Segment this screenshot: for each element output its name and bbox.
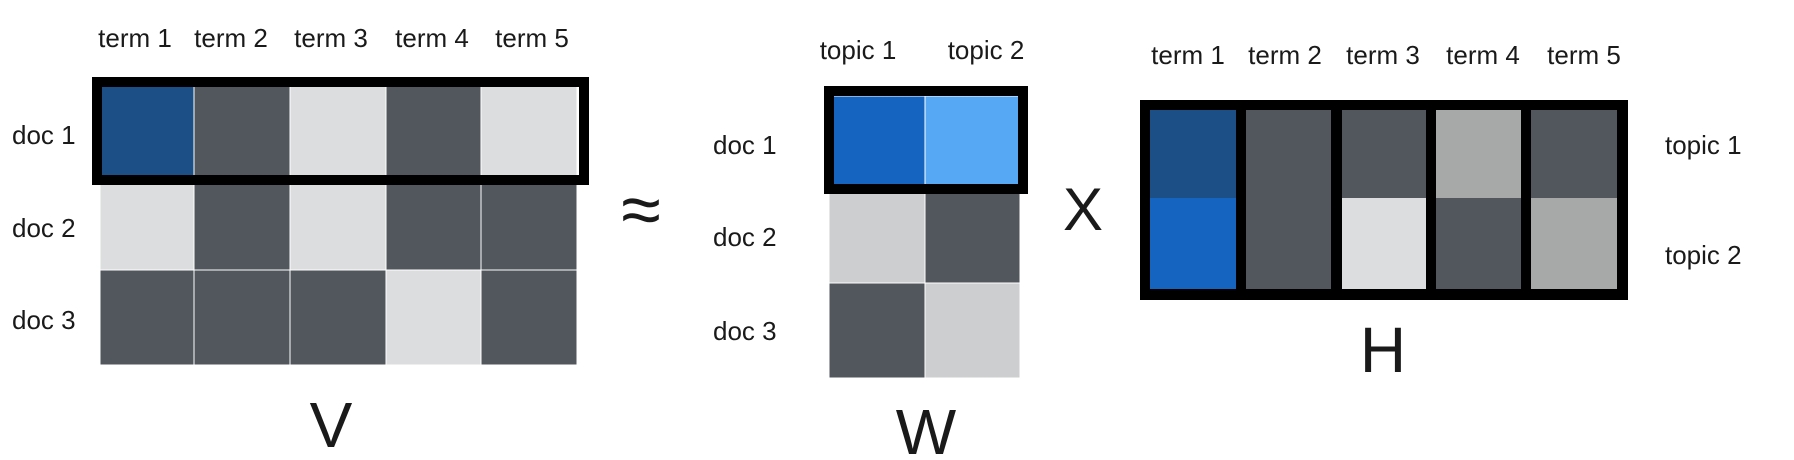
v-cell-r1-c3 (289, 85, 387, 177)
w-row-label-doc-3: doc 3 (713, 316, 777, 346)
matrix-v: term 1 term 2 term 3 term 4 term 5 doc 1… (12, 23, 589, 460)
h-cell-r2-c5 (1531, 198, 1617, 289)
w-row-label-doc-2: doc 2 (713, 222, 777, 252)
v-doc-1-row-highlight (92, 77, 589, 185)
h-col-label-term-2: term 2 (1248, 40, 1322, 70)
v-matrix-label: V (310, 389, 353, 460)
v-cell-r2-c2 (193, 175, 291, 271)
h-cell-r2-c1 (1150, 198, 1236, 289)
h-cell-r1-c5 (1531, 110, 1617, 198)
v-cell-r3-c2 (193, 269, 291, 366)
v-row-label-doc-1: doc 1 (12, 120, 76, 150)
v-col-label-term-5: term 5 (495, 23, 569, 53)
matrix-w: topic 1 topic 2 doc 1 doc 2 doc 3 W (713, 35, 1028, 460)
w-matrix-label: W (896, 396, 957, 460)
v-col-label-term-1: term 1 (98, 23, 172, 53)
v-row-label-doc-2: doc 2 (12, 213, 76, 243)
w-doc-1-row-highlight (824, 86, 1028, 194)
h-cell-r1-c3 (1342, 110, 1426, 198)
w-cell-r2-c1 (828, 190, 926, 284)
h-cell-r1-c2 (1246, 110, 1331, 198)
w-cell-r1-c2 (924, 95, 1021, 192)
times-symbol: X (1063, 176, 1103, 243)
v-cell-r2-c4 (385, 175, 482, 271)
h-cell-r2-c2 (1246, 198, 1331, 289)
v-col-label-term-3: term 3 (294, 23, 368, 53)
h-col-label-term-3: term 3 (1346, 40, 1420, 70)
h-row-label-topic-2: topic 2 (1665, 240, 1742, 270)
matrix-h-cells (1150, 110, 1617, 289)
h-row-label-topic-1: topic 1 (1665, 130, 1742, 160)
w-col-label-topic-1: topic 1 (820, 35, 897, 65)
v-col-label-term-4: term 4 (395, 23, 469, 53)
w-cell-r1-c1 (828, 95, 926, 192)
w-cell-r2-c2 (924, 190, 1021, 284)
h-cell-r1-c4 (1436, 110, 1521, 198)
h-matrix-label: H (1360, 314, 1406, 386)
v-cell-r1-c2 (193, 85, 291, 177)
h-col-label-term-1: term 1 (1151, 40, 1225, 70)
h-cell-r1-c1 (1150, 110, 1236, 198)
h-cell-r2-c3 (1342, 198, 1426, 289)
w-cell-r3-c2 (924, 282, 1021, 379)
matrix-h: term 1 term 2 term 3 term 4 term 5 topic… (1140, 40, 1742, 386)
h-col-label-term-4: term 4 (1446, 40, 1520, 70)
h-col-label-term-5: term 5 (1547, 40, 1621, 70)
w-row-label-doc-1: doc 1 (713, 130, 777, 160)
v-cell-r3-c1 (99, 269, 195, 366)
v-cell-r3-c5 (480, 269, 578, 366)
v-cell-r3-c3 (289, 269, 387, 366)
v-row-label-doc-3: doc 3 (12, 305, 76, 335)
v-cell-r2-c3 (289, 175, 387, 271)
v-cell-r3-c4 (385, 269, 482, 366)
v-cell-r1-c4 (385, 85, 482, 177)
v-cell-r1-c1 (99, 85, 195, 177)
v-col-label-term-2: term 2 (194, 23, 268, 53)
approx-symbol: ≈ (621, 170, 661, 250)
v-cell-r2-c5 (480, 175, 578, 271)
w-cell-r3-c1 (828, 282, 926, 379)
h-cell-r2-c4 (1436, 198, 1521, 289)
matrix-w-cells (828, 95, 1021, 379)
w-col-label-topic-2: topic 2 (948, 35, 1025, 65)
matrix-v-cells (99, 85, 578, 366)
v-cell-r2-c1 (99, 175, 195, 271)
v-cell-r1-c5 (480, 85, 578, 177)
